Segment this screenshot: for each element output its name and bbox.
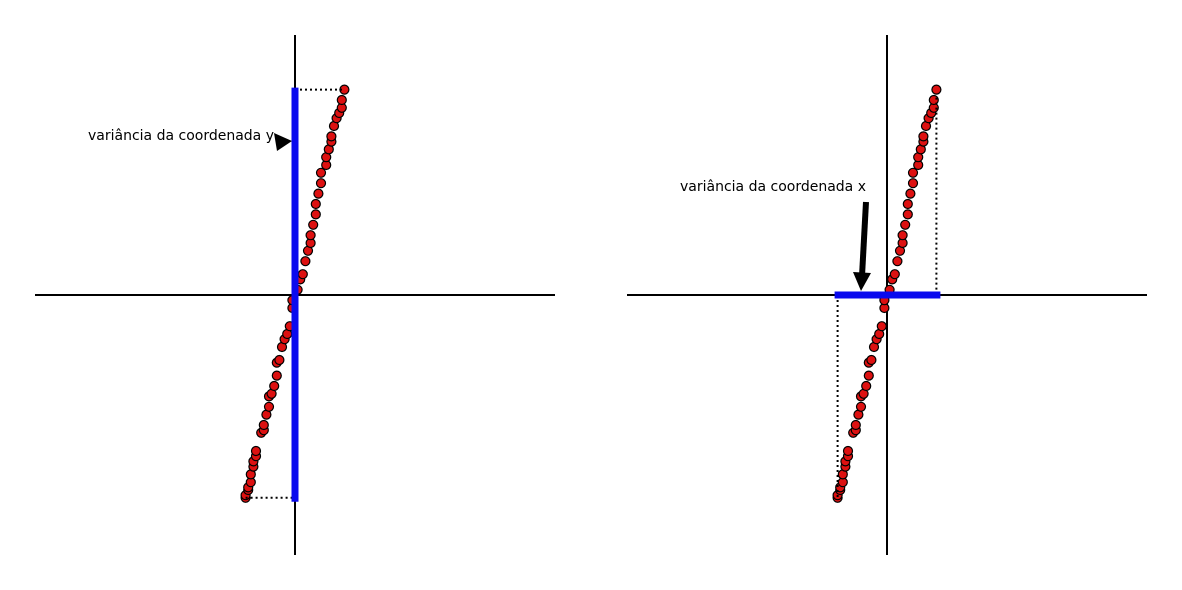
annotation-left: variância da coordenada y <box>88 128 274 144</box>
scatter-points-left <box>240 84 350 503</box>
scatter-point <box>876 321 887 332</box>
scatter-point <box>918 131 929 142</box>
scatter-point <box>855 401 867 412</box>
scatter-point <box>907 178 919 189</box>
scatter-point <box>250 445 262 457</box>
annotation-right: variância da coordenada x <box>680 179 866 195</box>
scatter-point <box>931 84 942 95</box>
scatter-point <box>907 167 919 178</box>
scatter-point <box>263 401 275 412</box>
scatter-point <box>315 178 327 189</box>
scatter-point <box>889 269 900 280</box>
scatter-point <box>271 370 282 381</box>
scatter-point <box>313 188 324 199</box>
scatter-point <box>842 445 854 457</box>
scatter-point <box>297 269 308 280</box>
scatter-point <box>326 131 337 142</box>
variance-guides-right <box>834 97 941 498</box>
annotation-arrow-shaft-right <box>859 201 869 277</box>
scatter-point <box>897 230 908 241</box>
scatter-point <box>892 256 903 267</box>
scatter-point <box>850 419 861 431</box>
scatter-point <box>308 219 319 230</box>
scatter-point <box>300 256 311 267</box>
scatter-point <box>274 354 285 366</box>
scatter-point <box>861 380 872 392</box>
annotation-arrow-head-right <box>853 272 871 291</box>
scatter-points-right <box>832 84 942 503</box>
scatter-point <box>339 84 350 95</box>
variance-guides-left <box>245 87 345 502</box>
scatter-point <box>310 209 321 220</box>
scatter-point <box>902 209 913 220</box>
scatter-point <box>336 94 347 106</box>
scatter-point <box>905 188 916 199</box>
scatter-point <box>258 419 269 431</box>
panel-right: variância da coordenada x <box>627 35 1147 555</box>
scatter-point <box>866 354 877 366</box>
scatter-point <box>269 380 280 392</box>
scatter-point <box>315 167 327 178</box>
scatter-point <box>900 219 911 230</box>
scatter-point <box>310 198 321 210</box>
annotation-arrow-left <box>274 133 292 151</box>
scatter-point <box>863 370 874 381</box>
scatter-point <box>902 198 913 210</box>
scatter-point <box>305 230 316 241</box>
panel-left: variância da coordenada y <box>35 35 555 555</box>
